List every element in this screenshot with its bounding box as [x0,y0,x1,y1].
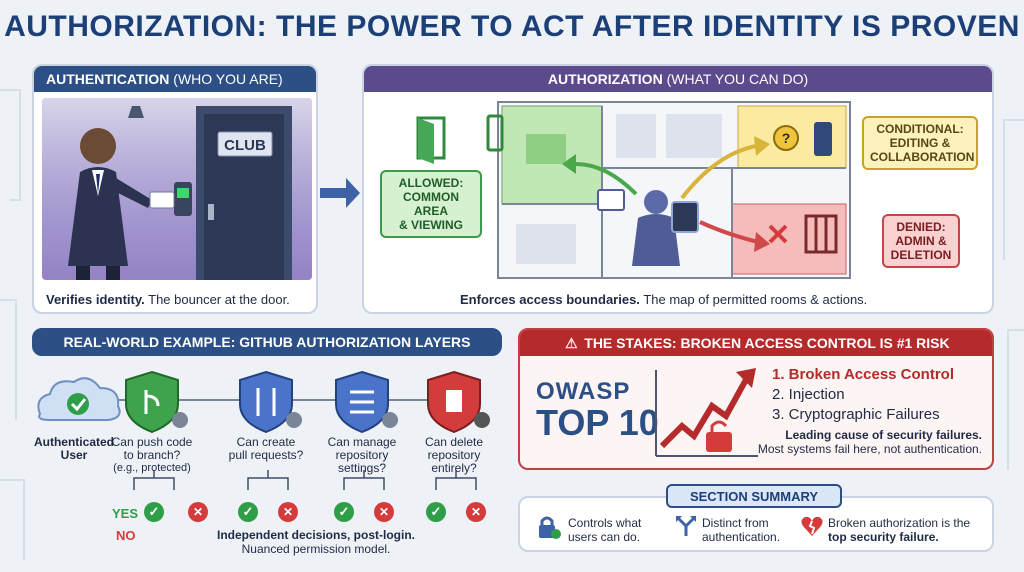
stakes-panel: ⚠ THE STAKES: BROKEN ACCESS CONTROL IS #… [518,328,994,470]
summary-header: SECTION SUMMARY [666,484,842,508]
conditional-tag: CONDITIONAL: EDITING & COLLABORATION [862,116,978,170]
rising-risk-chart-icon [655,368,758,457]
no-label: NO [116,528,136,543]
authentication-header: AUTHENTICATION (WHO YOU ARE) [34,66,316,92]
summary-item-2: Distinct from authentication. [702,516,781,544]
bouncer-illustration: CLUB [42,98,312,280]
summary-item-3: Broken authorization is the top security… [828,516,971,544]
cross-icon: ✕ [278,502,298,522]
layer-delete-repo: Can delete repository entirely? [424,435,484,475]
check-icon: ✓ [238,502,258,522]
github-layers-diagram [37,370,490,490]
floor-plan-illustration: ? [416,101,851,279]
flow-arrow-icon [320,178,360,208]
summary-item-1: Controls what users can do. [568,516,642,544]
check-icon: ✓ [334,502,354,522]
allowed-tag: ALLOWED: COMMON AREA & VIEWING [380,170,482,238]
check-icon: ✓ [144,502,164,522]
lock-icon [539,516,561,539]
authorization-panel: AUTHORIZATION (WHAT YOU CAN DO) ? [362,64,994,314]
denied-tag: DENIED: ADMIN & DELETION [882,214,960,268]
layer-push-code: Can push code to branch? (e.g., protecte… [111,435,193,475]
top10-label: TOP 10 [536,402,659,443]
stakes-note: Leading cause of security failures. Most… [757,428,982,456]
split-arrow-icon [676,516,696,536]
owasp-item-1: 1. Broken Access Control [772,366,954,383]
cross-icon: ✕ [374,502,394,522]
broken-heart-icon [801,516,823,536]
yes-label: YES [112,506,139,521]
authorization-caption: Enforces access boundaries. The map of p… [460,292,868,307]
owasp-label: OWASP [536,378,631,405]
warning-icon: ⚠ [565,335,578,351]
authenticated-user-label: Authenticated User [33,435,114,462]
authorization-header: AUTHORIZATION (WHAT YOU CAN DO) [364,66,992,92]
cross-icon: ✕ [466,502,486,522]
authentication-panel: AUTHENTICATION (WHO YOU ARE) CLUB Verifi… [32,64,318,314]
layer-manage-settings: Can manage repository settings? [327,435,397,475]
club-sign: CLUB [224,137,266,154]
stakes-header: ⚠ THE STAKES: BROKEN ACCESS CONTROL IS #… [520,330,992,356]
page-title: AUTHORIZATION: THE POWER TO ACT AFTER ID… [4,10,1020,43]
owasp-item-3: 3. Cryptographic Failures [772,406,940,423]
authentication-caption: Verifies identity. The bouncer at the do… [46,292,290,307]
layer-create-pr: Can create pull requests? [228,435,304,462]
svg-text:?: ? [782,130,791,146]
github-layers-header: REAL-WORLD EXAMPLE: GITHUB AUTHORIZATION… [32,328,502,356]
check-icon: ✓ [426,502,446,522]
github-note: Independent decisions, post-login. Nuanc… [216,528,415,556]
owasp-item-2: 2. Injection [772,386,845,403]
cross-icon: ✕ [188,502,208,522]
